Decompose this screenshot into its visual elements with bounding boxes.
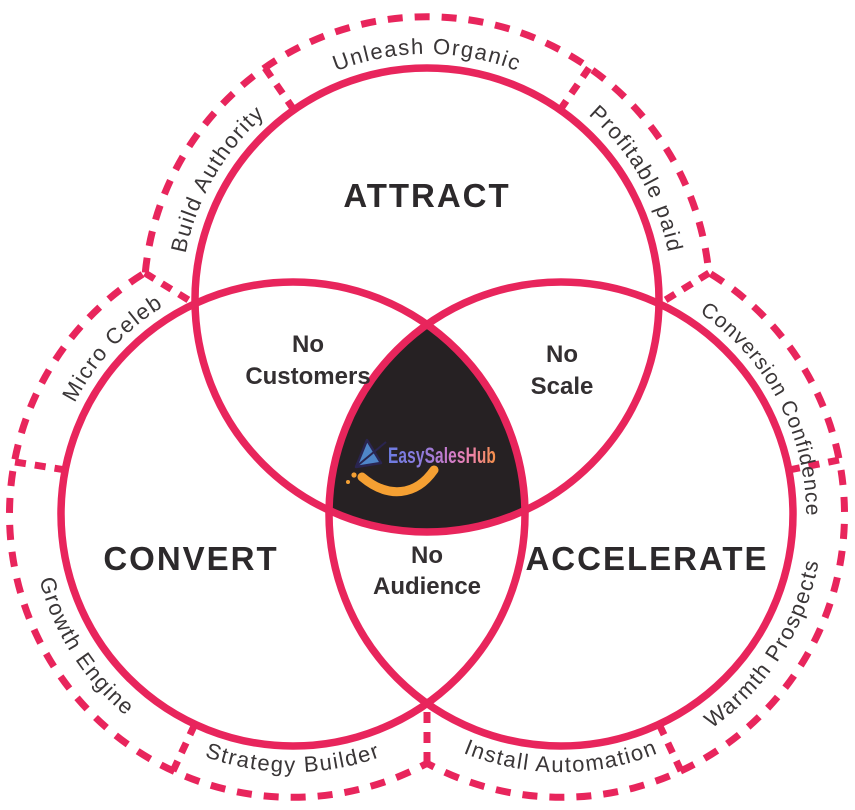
overlap-label-no-audience: No Audience [373,542,481,600]
ring-separator-tick [557,66,592,112]
ring-separator-ticks [14,66,840,773]
overlap-label-no-scale: No Scale [531,341,594,400]
overlap-line1: No [411,542,443,569]
swoosh-icon [357,465,439,497]
ring-label-bottom-right: Install Automation [461,734,661,777]
circle-label-convert: CONVERT [103,540,278,577]
overlap-line1: No [292,331,324,358]
center-triple-overlap-shape [329,325,525,532]
overlap-line2: Audience [373,573,481,600]
ring-separator-tick [262,66,297,112]
convert-circle [57,278,529,750]
ring-junction-tick [143,270,197,307]
ring-separator-tick [788,456,840,474]
accelerate-circle [325,278,797,750]
paper-plane-icon [346,438,387,484]
overlap-line2: Scale [531,373,594,400]
ring-junction-tick [657,270,711,307]
ring-label-top-left: Build Authority [166,100,269,255]
ring-label-top-right: Profitable paid [585,100,688,255]
ring-separator-tick [655,722,685,773]
circle-label-attract: ATTRACT [343,177,510,214]
ring-separator-tick [169,722,199,773]
circle-label-accelerate: ACCELERATE [525,540,768,577]
ring-label-right-upper: Conversion Confidence [696,298,824,517]
ring-label-right-lower: Warmth Prospects [700,557,824,733]
overlap-line1: No [546,341,578,368]
overlap-line2: Customers [245,363,370,390]
easysaleshub-logo: EasySalesHub [346,438,496,497]
ring-label-left-lower: Growth Engine [34,574,139,720]
ring-label-left-upper: Micro Celeb [57,289,167,406]
ring-separator-tick [14,458,67,474]
overlap-label-no-customers: No Customers [245,331,370,390]
logo-wordmark: EasySalesHub [388,443,496,468]
